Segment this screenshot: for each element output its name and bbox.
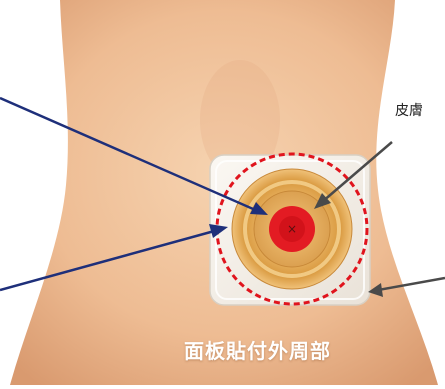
plate-outer-area-label: 面板貼付外周部	[184, 335, 331, 364]
stoma-x-mark: ×	[287, 222, 297, 236]
skin-label: 皮膚	[395, 100, 423, 120]
